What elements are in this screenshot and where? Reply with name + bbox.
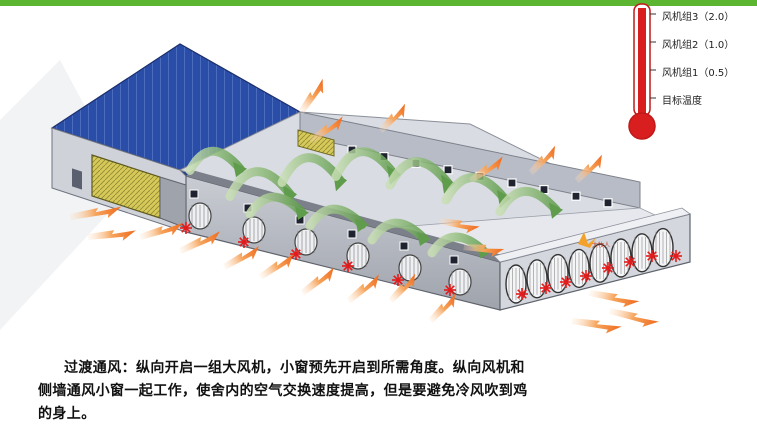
fan-spark [290, 248, 302, 260]
end-wall-fan [547, 253, 569, 294]
side-fan [294, 228, 318, 256]
thermo-label-fan-group-1: 风机组1（0.5） [662, 68, 735, 79]
fan-spark [646, 250, 658, 262]
cold-air-arrow [346, 274, 379, 304]
fan-spark [624, 256, 636, 268]
cold-air-arrow [87, 230, 136, 241]
cold-air-arrow [300, 267, 334, 296]
thermometer-graphic [628, 3, 656, 140]
fan-spark [560, 276, 572, 288]
side-fan [398, 254, 422, 282]
top-accent-bar [0, 0, 757, 6]
end-wall-fan [526, 259, 548, 299]
airflow-arrowhead [233, 161, 247, 178]
cold-air-arrow [388, 273, 416, 304]
thermo-label-fan-group-2: 风机组2（1.0） [662, 40, 735, 51]
end-wall-fan [589, 243, 611, 283]
cold-air-arrow [528, 145, 556, 176]
fan-spark [180, 222, 192, 234]
cold-air-arrow [309, 116, 343, 144]
side-wall-window [189, 189, 199, 199]
side-fan [448, 268, 472, 296]
airflow-arrowhead [295, 206, 309, 220]
side-fan [346, 242, 370, 270]
fan-spark [516, 288, 528, 300]
fan-spark [580, 270, 592, 282]
side-wall-window [449, 255, 459, 265]
caption-line-1: 过渡通风：纵向开启一组大风机，小窗预先开启到所需角度。纵向风机和 [64, 360, 525, 376]
airflow-arrowhead [355, 218, 369, 232]
side-fan [242, 216, 266, 244]
end-wall-fan [652, 227, 674, 268]
fan-spark [540, 282, 552, 294]
cold-air-arrow [179, 231, 220, 254]
fan-spark [602, 262, 614, 274]
airflow-arrowhead [441, 174, 455, 194]
end-wall-fan [631, 233, 653, 273]
brand-logo: 大牧人 [578, 232, 610, 249]
cold-air-arrow [223, 246, 259, 270]
background-decoration [0, 60, 130, 330]
back-wall-window [603, 198, 613, 208]
cold-air-arrow [574, 154, 602, 184]
end-wall-fan [610, 238, 632, 278]
end-wall-fan [505, 264, 527, 304]
caption-line-3: 的身上。 [38, 406, 96, 422]
cold-air-arrow [608, 308, 659, 327]
cold-air-arrow [571, 318, 622, 334]
side-fan [188, 202, 212, 230]
side-wall-fans [188, 189, 472, 296]
cold-air-arrow [588, 290, 640, 308]
airflow-arrowhead [417, 232, 431, 246]
side-wall-window [347, 229, 357, 239]
caption-line-2: 侧墙通风小窗一起工作，使舍内的空气交换速度提高，但是要避免冷风吹到鸡 [38, 383, 528, 399]
fan-spark [392, 274, 404, 286]
logo-text: 大牧人 [592, 241, 610, 249]
fan-spark-markers [180, 222, 682, 300]
fan-spark [238, 236, 250, 248]
cold-air-arrows [69, 78, 659, 334]
cold-air-arrow [298, 78, 324, 115]
fan-spark [444, 284, 456, 296]
cold-air-arrow [463, 244, 505, 257]
caption-text: 过渡通风：纵向开启一组大风机，小窗预先开启到所需角度。纵向风机和 侧墙通风小窗一… [38, 357, 718, 426]
back-wall-window [443, 165, 453, 175]
cold-air-arrow [469, 156, 503, 184]
cold-air-arrow [438, 218, 480, 234]
thermo-label-fan-group-3: 风机组3（2.0） [662, 12, 735, 23]
cold-air-arrow [139, 222, 183, 240]
cold-air-arrow [69, 206, 122, 220]
cold-air-arrow [378, 103, 406, 134]
end-wall-fans [505, 227, 674, 304]
fan-spark [670, 250, 682, 262]
cold-air-arrow [259, 253, 294, 280]
back-wall-window [571, 191, 581, 201]
side-wall-window [399, 241, 409, 251]
thermo-label-target-temp: 目标温度 [662, 96, 702, 107]
airflow-arrowhead [549, 202, 563, 219]
side-cooling-pad [91, 154, 187, 229]
cold-air-arrow [428, 293, 456, 324]
fan-spark [342, 260, 354, 272]
back-wall-window [507, 178, 517, 188]
